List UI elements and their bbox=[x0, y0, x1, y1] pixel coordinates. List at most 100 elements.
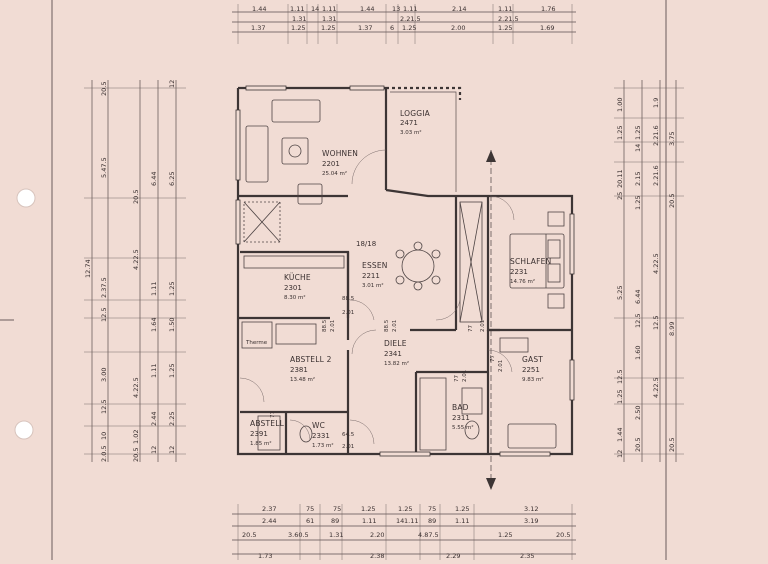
bottom-dim-1: 2.37 bbox=[262, 505, 276, 513]
room-area: 5.55 m² bbox=[452, 424, 474, 431]
right-dim-19: 1.9 bbox=[652, 98, 660, 108]
door-dim: 88.5 bbox=[342, 296, 355, 302]
left-dim-16: 1.64 bbox=[150, 318, 158, 332]
walls bbox=[236, 86, 574, 456]
room-schlafen: SCHLAFEN 2231 14.76 m² bbox=[510, 257, 551, 285]
bottom-dim-19: 3.60.5 bbox=[288, 531, 309, 539]
bottom-dim-24: 20.5 bbox=[556, 531, 570, 539]
right-dim-2: 1.25 bbox=[616, 126, 624, 140]
top-dim-6: 13 bbox=[392, 5, 400, 13]
left-dim-2: 5.47.5 bbox=[100, 157, 108, 178]
room-number: 2201 bbox=[322, 160, 340, 168]
left-dim-25: 2.25 bbox=[168, 412, 176, 426]
furniture bbox=[241, 99, 565, 451]
room-number: 2211 bbox=[362, 272, 380, 280]
right-dim-13: 1.25 bbox=[634, 196, 642, 210]
windows bbox=[235, 85, 575, 457]
room-area: 14.76 m² bbox=[510, 278, 535, 285]
bottom-dim-27: 2.29 bbox=[446, 552, 460, 560]
top-dimensions: 1.44 1.11 14 1.11 1.44 13 1.11 2.14 1.11… bbox=[232, 4, 576, 44]
left-dim-6: 12.5 bbox=[100, 400, 108, 414]
left-dim-total: 12.74 bbox=[84, 259, 92, 278]
door-dim: 2.01 bbox=[342, 444, 354, 450]
bottom-dim-22: 4.87.5 bbox=[418, 531, 439, 539]
left-dim-1: 20.5 bbox=[100, 82, 108, 96]
door-dim: 88.5 bbox=[322, 319, 328, 332]
bottom-dim-26: 2.38 bbox=[370, 552, 384, 560]
right-dim-7: 1.25 bbox=[616, 390, 624, 404]
room-name: DIELE bbox=[384, 339, 407, 348]
section-markers bbox=[486, 150, 496, 490]
bottom-dim-14: 1.11 bbox=[404, 517, 418, 525]
left-dim-3: 2.37.5 bbox=[100, 277, 108, 298]
bottom-dim-10: 61 bbox=[306, 517, 314, 525]
bottom-dim-2: 75 bbox=[306, 505, 314, 513]
room-abstell-2: ABSTELL 2 2381 13.48 m² bbox=[290, 355, 331, 383]
right-dimensions: 1.00 1.25 20.11 25 5.25 12.5 1.25 1.44 1… bbox=[614, 80, 684, 462]
left-dim-5: 3.00 bbox=[100, 368, 108, 382]
top-dim-18: 1.37 bbox=[358, 24, 372, 32]
therme-label: Therme bbox=[245, 340, 268, 346]
right-dim-12: 2.15 bbox=[634, 172, 642, 186]
left-dim-9: 20.5 bbox=[132, 190, 140, 204]
room-number: 2341 bbox=[384, 350, 402, 358]
room-area: 13.48 m² bbox=[290, 376, 315, 383]
top-dim-4: 1.11 bbox=[322, 5, 336, 13]
punch-hole-upper bbox=[16, 188, 36, 208]
top-dim-20: 1.25 bbox=[402, 24, 416, 32]
left-dim-15: 1.11 bbox=[150, 282, 158, 296]
left-dim-14: 6.44 bbox=[150, 172, 158, 186]
left-dim-8: 2.0.5 bbox=[100, 445, 108, 462]
room-name: WOHNEN bbox=[322, 149, 358, 158]
room-name: LOGGIA bbox=[400, 109, 431, 118]
left-dim-17: 1.11 bbox=[150, 364, 158, 378]
left-dim-21: 6.25 bbox=[168, 172, 176, 186]
right-dim-14: 6.44 bbox=[634, 290, 642, 304]
left-dim-26: 12 bbox=[168, 446, 176, 454]
bottom-dim-20: 1.31 bbox=[329, 531, 343, 539]
room-loggia: LOGGIA 2471 3.03 m² bbox=[400, 109, 431, 136]
right-dim-21: 2.21.6 bbox=[652, 165, 660, 186]
top-dim-12: 1.31 bbox=[322, 15, 336, 23]
room-number: 2301 bbox=[284, 284, 302, 292]
bottom-dimensions: 2.37 75 75 1.25 1.25 75 1.25 3.12 2.44 6… bbox=[232, 504, 576, 560]
top-dim-3: 14 bbox=[311, 5, 319, 13]
left-dim-4: 12.5 bbox=[100, 308, 108, 322]
room-area: 25.04 m² bbox=[322, 170, 347, 177]
left-dim-18: 2.44 bbox=[150, 412, 158, 426]
right-dim-8: 1.44 bbox=[616, 428, 624, 442]
room-wc: WC 2331 1.73 m² bbox=[312, 421, 334, 449]
stair-label: 18/18 bbox=[356, 240, 376, 248]
top-dim-22: 1.25 bbox=[498, 24, 512, 32]
bottom-dim-23: 1.25 bbox=[498, 531, 512, 539]
room-kueche: KÜCHE 2301 8.30 m² bbox=[284, 273, 311, 301]
room-number: 2251 bbox=[522, 366, 540, 374]
room-area: 3.01 m² bbox=[362, 282, 384, 289]
left-dim-7: 10 bbox=[100, 432, 108, 440]
room-area: 8.30 m² bbox=[284, 294, 306, 301]
right-dim-24: 4.22.5 bbox=[652, 377, 660, 398]
top-dim-5: 1.44 bbox=[360, 5, 374, 13]
left-dim-22: 1.25 bbox=[168, 282, 176, 296]
door-dim: 77 bbox=[270, 411, 276, 418]
room-bad: BAD 2311 5.55 m² bbox=[452, 403, 474, 431]
top-dim-2: 1.11 bbox=[290, 5, 304, 13]
bottom-dim-7: 1.25 bbox=[455, 505, 469, 513]
top-dim-1: 1.44 bbox=[252, 5, 266, 13]
top-dim-19: 6 bbox=[390, 24, 394, 32]
door-dimensions: 88.5 2.01 88.5 2.01 88.5 2.01 77 2.01 77… bbox=[270, 296, 504, 450]
right-dim-4: 25 bbox=[616, 192, 624, 200]
top-dim-9: 1.11 bbox=[498, 5, 512, 13]
bottom-dim-9: 2.44 bbox=[262, 517, 276, 525]
left-dim-24: 1.25 bbox=[168, 364, 176, 378]
room-wohnen: WOHNEN 2201 25.04 m² bbox=[322, 149, 358, 177]
left-dim-10: 4.22.5 bbox=[132, 249, 140, 270]
top-dim-15: 1.37 bbox=[251, 24, 265, 32]
left-dim-11: 4.22.5 bbox=[132, 377, 140, 398]
bottom-dim-6: 75 bbox=[428, 505, 436, 513]
bottom-dim-12: 1.11 bbox=[362, 517, 376, 525]
right-dim-26: 20.5 bbox=[668, 194, 676, 208]
room-essen: ESSEN 2211 3.01 m² bbox=[362, 261, 387, 289]
room-name: KÜCHE bbox=[284, 273, 311, 282]
